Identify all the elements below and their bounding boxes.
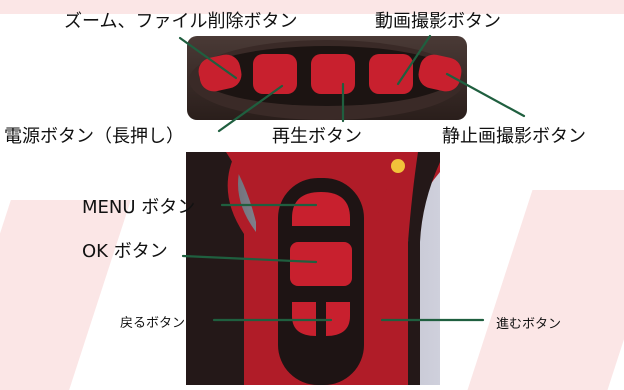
grip-illustration: [186, 152, 440, 385]
led-indicator: [391, 159, 405, 173]
leader-still: [445, 72, 526, 118]
zoom-delete-button-shape[interactable]: [196, 52, 244, 94]
video-button-shape[interactable]: [369, 54, 413, 94]
leader-video: [396, 34, 432, 86]
label-menu-button: MENU ボタン: [82, 197, 196, 218]
still-button-shape[interactable]: [416, 52, 464, 94]
label-ok-button: OK ボタン: [82, 241, 168, 262]
grip-buttons-photo: [186, 152, 440, 385]
leader-power: [217, 84, 284, 133]
leader-zoom-delete: [178, 36, 238, 80]
label-still-button: 静止画撮影ボタン: [442, 126, 586, 147]
label-play-button: 再生ボタン: [272, 126, 362, 147]
forward-button-shape[interactable]: [326, 302, 350, 336]
label-back-button: 戻るボタン: [120, 316, 186, 331]
top-button-row-illustration: [189, 40, 465, 120]
top-button-row-photo: [187, 36, 467, 120]
ok-button-shape[interactable]: [290, 242, 352, 286]
menu-button-shape[interactable]: [292, 192, 350, 226]
label-video-button: 動画撮影ボタン: [375, 11, 501, 32]
watermark-band: [0, 0, 624, 14]
label-zoom-delete-button: ズーム、ファイル削除ボタン: [64, 11, 298, 32]
leader-ok: [181, 254, 318, 264]
label-forward-button: 進むボタン: [496, 317, 562, 332]
label-power-button: 電源ボタン（長押し）: [4, 126, 184, 147]
power-button-shape[interactable]: [253, 54, 297, 94]
